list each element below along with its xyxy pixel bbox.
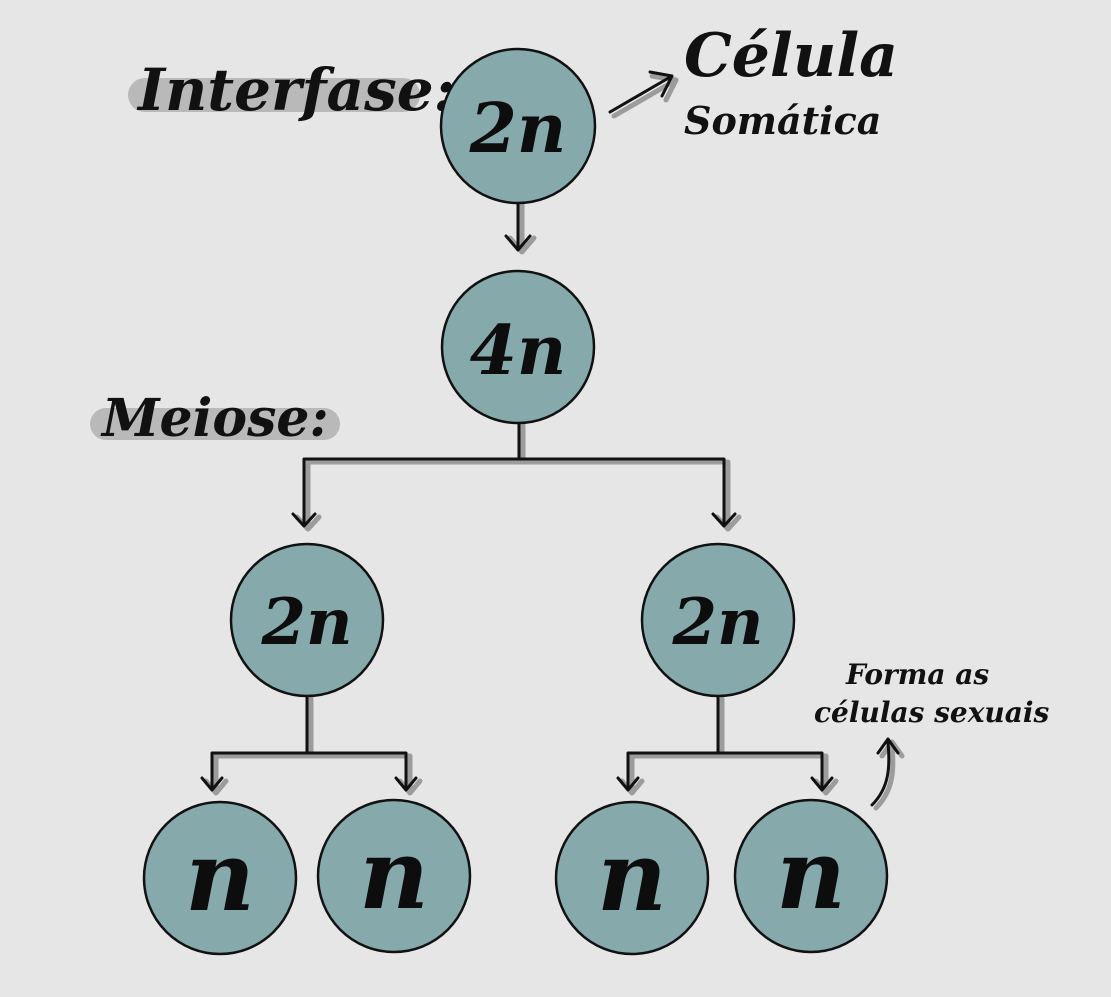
cell-meiosis1-left-circle (229, 542, 385, 698)
somatic-arrow-shadow (611, 73, 679, 119)
connector-top (504, 200, 532, 252)
meiose-highlight (90, 408, 340, 440)
cell-gamete-2-circle (316, 798, 472, 954)
cell-top-label: 2n (469, 89, 567, 169)
cell-gamete-4-label: n (776, 818, 846, 931)
forma-label-line2: células sexuais (814, 696, 1050, 729)
cell-gamete-3: n (554, 800, 710, 956)
cell-meiosis1-right-circle (640, 542, 796, 698)
cell-gamete-4: n (733, 798, 889, 954)
cell-meiosis1-right: 2n (640, 542, 796, 698)
connector-meiosis1 (291, 421, 737, 528)
cell-gamete-2-label: n (359, 818, 429, 931)
cell-gamete-1-circle (142, 800, 298, 956)
cell-gamete-3-circle (554, 800, 710, 956)
connector-right-shadow (619, 696, 839, 796)
connector-top-shadow (507, 202, 537, 255)
celula-label: Célula (684, 21, 898, 91)
gamete-note-arrow-shadow (873, 739, 905, 811)
interfase-label: Interfase: (136, 56, 455, 124)
gamete-note-arrow (870, 737, 900, 807)
cell-top-circle (439, 47, 597, 205)
somatica-label: Somática (684, 98, 881, 143)
cell-replicated-circle (440, 269, 596, 425)
cell-gamete-1-label: n (185, 820, 255, 933)
connector-left (200, 694, 418, 792)
connector-meiosis1-shadow (294, 422, 742, 532)
cell-gamete-3-label: n (597, 820, 667, 933)
cell-meiosis1-left-label: 2n (260, 585, 352, 660)
cell-replicated: 4n (440, 269, 596, 425)
cell-gamete-1: n (142, 800, 298, 956)
cell-meiosis1-left: 2n (229, 542, 385, 698)
cell-gamete-4-circle (733, 798, 889, 954)
cell-gamete-2: n (316, 798, 472, 954)
somatic-arrow (608, 70, 674, 114)
interfase-highlight (128, 78, 420, 112)
forma-label-line1: Forma as (845, 658, 989, 691)
connector-left-shadow (203, 696, 423, 796)
cell-replicated-label: 4n (470, 311, 567, 391)
meiose-label: Meiose: (100, 388, 329, 449)
cell-top: 2n (439, 47, 597, 205)
connector-right (616, 694, 834, 792)
cell-meiosis1-right-label: 2n (671, 585, 763, 660)
